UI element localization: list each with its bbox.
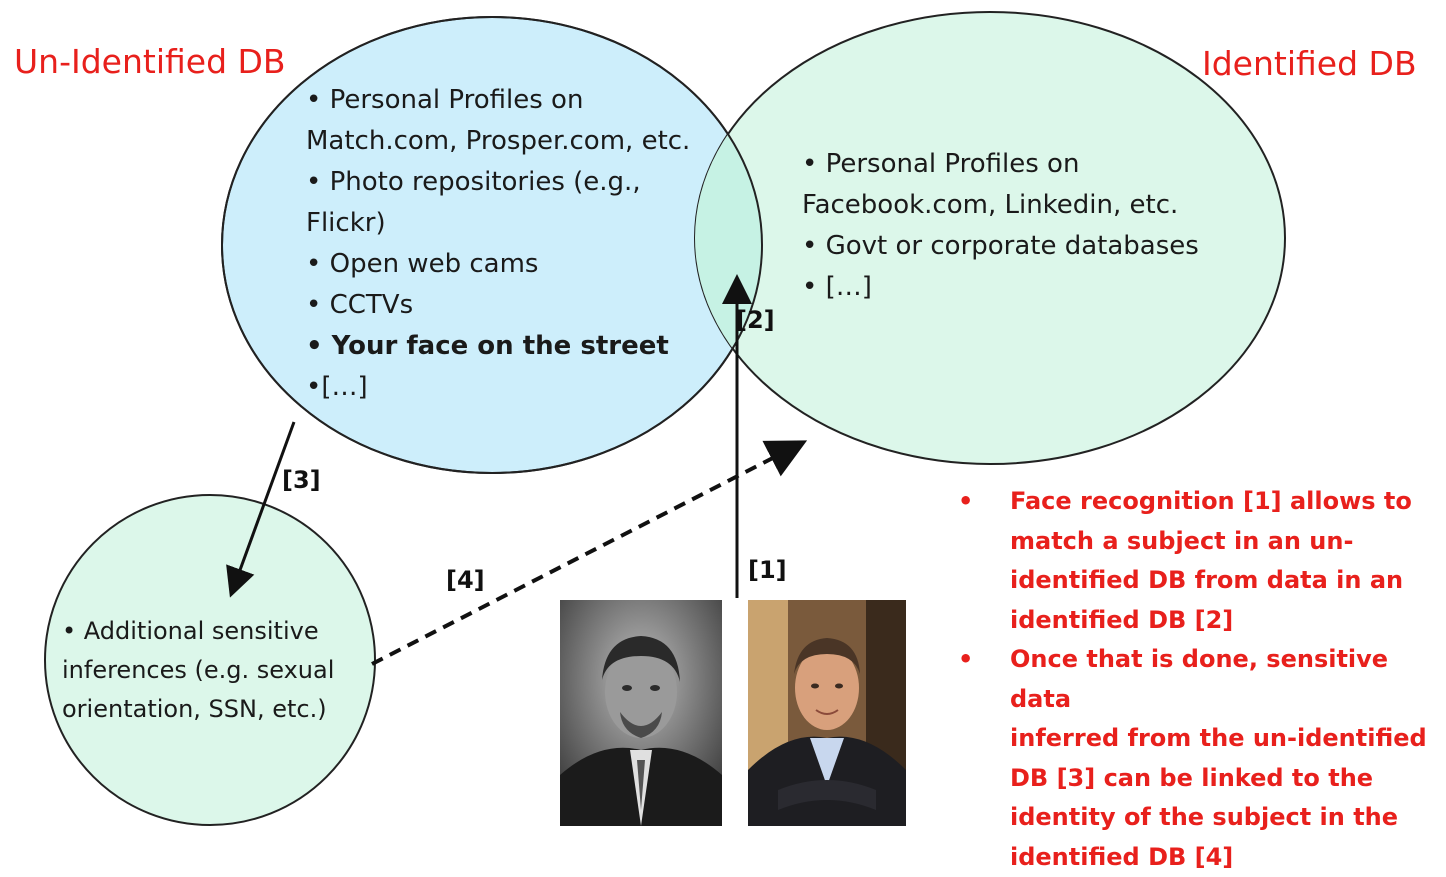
- explanation-notes: • Face recognition [1] allows to match a…: [958, 482, 1446, 877]
- list-item: inferences (e.g. sexual: [62, 651, 334, 690]
- note-line: inferred from the un-identified: [1010, 719, 1446, 759]
- identified-db-list: • Personal Profiles on Facebook.com, Lin…: [802, 144, 1199, 308]
- arrow-label-3: [3]: [282, 466, 321, 494]
- inferences-list: • Additional sensitive inferences (e.g. …: [62, 612, 334, 729]
- note-line: Face recognition [1] allows to: [1010, 482, 1446, 522]
- list-item: • Personal Profiles on: [802, 144, 1199, 185]
- list-item: Match.com, Prosper.com, etc.: [306, 121, 690, 162]
- subject-photo-unidentified: [560, 600, 722, 826]
- arrow-label-4: [4]: [446, 566, 485, 594]
- list-item: • Govt or corporate databases: [802, 226, 1199, 267]
- note-line: identified DB from data in an: [1010, 561, 1446, 601]
- list-item: • CCTVs: [306, 285, 690, 326]
- list-item: •[…]: [306, 367, 690, 408]
- list-item: • Personal Profiles on: [306, 80, 690, 121]
- arrow-label-2: [2]: [736, 306, 775, 334]
- list-item: Flickr): [306, 203, 690, 244]
- note-line: identified DB [2]: [1010, 601, 1446, 641]
- portrait-grayscale-image: [560, 600, 722, 826]
- list-item: • […]: [802, 267, 1199, 308]
- portrait-color-image: [748, 600, 906, 826]
- note-bullet: •: [958, 482, 973, 522]
- list-item: • Open web cams: [306, 244, 690, 285]
- note-line: Once that is done, sensitive data: [1010, 640, 1446, 719]
- note-bullet: •: [958, 640, 973, 680]
- unidentified-db-list: • Personal Profiles on Match.com, Prospe…: [306, 80, 690, 408]
- arrow-label-1: [1]: [748, 556, 787, 584]
- list-item: orientation, SSN, etc.): [62, 690, 334, 729]
- note-item: • Once that is done, sensitive data infe…: [958, 640, 1446, 877]
- subject-photo-identified: [748, 600, 906, 826]
- note-line: identity of the subject in the: [1010, 798, 1446, 838]
- list-item: • Photo repositories (e.g.,: [306, 162, 690, 203]
- note-item: • Face recognition [1] allows to match a…: [958, 482, 1446, 640]
- identified-db-title: Identified DB: [1202, 44, 1417, 84]
- list-item: • Additional sensitive: [62, 612, 334, 651]
- note-line: match a subject in an un-: [1010, 522, 1446, 562]
- unidentified-db-title: Un-Identified DB: [14, 42, 286, 82]
- note-line: identified DB [4]: [1010, 838, 1446, 877]
- list-item-emphasis: • Your face on the street: [306, 326, 690, 367]
- list-item: Facebook.com, Linkedin, etc.: [802, 185, 1199, 226]
- note-line: DB [3] can be linked to the: [1010, 759, 1446, 799]
